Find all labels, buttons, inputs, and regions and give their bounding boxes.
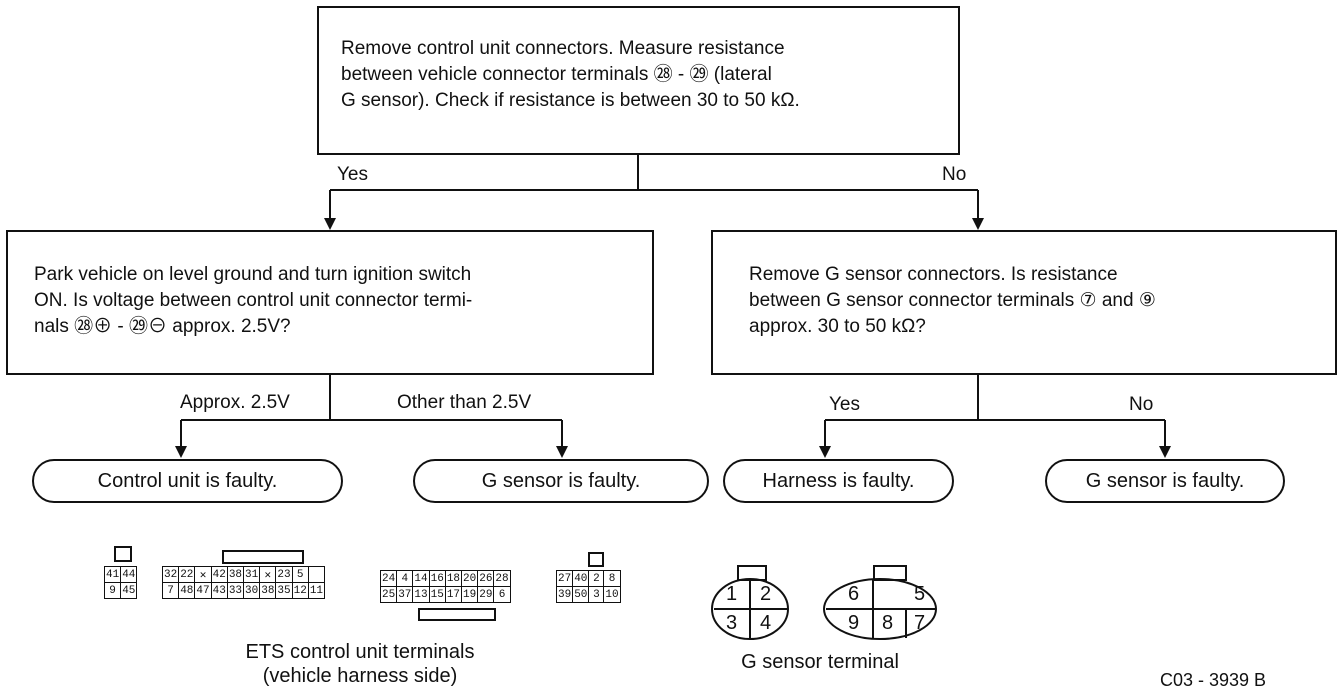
ets-connector-caption: ETS control unit terminals (vehicle harn… — [245, 641, 475, 687]
terminal: 5 — [291, 566, 309, 583]
no-label: No — [942, 164, 967, 185]
start-step-box: Remove control unit connectors. Measure … — [317, 6, 960, 155]
terminal — [307, 566, 326, 583]
terminal: ✕ — [194, 566, 212, 583]
terminal: 9 — [103, 582, 122, 599]
terminal: 23 — [275, 566, 293, 583]
g-terminal-8: 8 — [882, 612, 894, 634]
g-terminal-6: 6 — [848, 583, 860, 605]
ets-block4-tab — [588, 552, 604, 567]
terminal: 18 — [444, 570, 463, 587]
g-sensor-caption: G sensor terminal — [741, 651, 899, 673]
right-no-label: No — [1129, 394, 1154, 415]
terminal: 35 — [275, 582, 293, 599]
ets-block2-tab — [222, 550, 304, 564]
terminal: 45 — [120, 582, 138, 599]
terminal: 24 — [379, 570, 398, 587]
terminal: 26 — [477, 570, 495, 587]
terminal: 12 — [291, 582, 309, 599]
ets-block1-tab — [114, 546, 132, 562]
terminal: 30 — [243, 582, 261, 599]
terminal: 40 — [572, 570, 590, 587]
terminal: 47 — [194, 582, 212, 599]
terminal: 3 — [588, 586, 605, 603]
g-terminal-4: 4 — [760, 612, 772, 634]
start-step-text: Remove control unit connectors. Measure … — [341, 38, 800, 111]
terminal: 48 — [178, 582, 196, 599]
terminal: 29 — [477, 586, 495, 603]
g-sensor-resistance-text: Remove G sensor connectors. Is resistanc… — [749, 264, 1156, 337]
terminal: 33 — [226, 582, 245, 599]
right-yes-label: Yes — [829, 394, 860, 415]
harness-faulty-result: Harness is faulty. — [723, 459, 954, 503]
terminal: 50 — [572, 586, 590, 603]
terminal: 8 — [603, 570, 621, 587]
ets-block3-tab — [418, 608, 496, 621]
terminal: 42 — [210, 566, 228, 583]
terminal: 38 — [259, 582, 277, 599]
control-unit-faulty-result: Control unit is faulty. — [32, 459, 343, 503]
other-than-2-5v-label: Other than 2.5V — [397, 392, 532, 413]
terminal: 22 — [178, 566, 196, 583]
terminal: 11 — [307, 582, 326, 599]
terminal: 38 — [226, 566, 245, 583]
approx-2-5v-label: Approx. 2.5V — [180, 392, 290, 413]
yes-label: Yes — [337, 164, 368, 185]
voltage-check-box: Park vehicle on level ground and turn ig… — [6, 230, 654, 375]
voltage-check-text: Park vehicle on level ground and turn ig… — [34, 264, 473, 337]
terminal: 14 — [412, 570, 430, 587]
terminal: 41 — [103, 566, 122, 583]
g-terminal-2: 2 — [760, 583, 772, 605]
terminal: 17 — [444, 586, 463, 603]
terminal: 7 — [161, 582, 180, 599]
reference-code: C03 - 3939 B — [1160, 670, 1267, 690]
terminal: 13 — [412, 586, 430, 603]
terminal: 28 — [493, 570, 511, 587]
terminal: 43 — [210, 582, 228, 599]
terminal: 31 — [243, 566, 261, 583]
terminal: ✕ — [259, 566, 277, 583]
terminal: 25 — [379, 586, 398, 603]
g-terminal-9: 9 — [848, 612, 860, 634]
g-terminal-7: 7 — [914, 612, 926, 634]
terminal: 44 — [120, 566, 138, 583]
terminal: 2 — [588, 570, 605, 587]
g-sensor-resistance-box: Remove G sensor connectors. Is resistanc… — [711, 230, 1337, 375]
terminal: 20 — [461, 570, 479, 587]
terminal: 6 — [493, 586, 511, 603]
terminal: 39 — [555, 586, 574, 603]
terminal: 10 — [603, 586, 621, 603]
g-terminal-3: 3 — [726, 612, 738, 634]
terminal: 19 — [461, 586, 479, 603]
terminal: 15 — [428, 586, 446, 603]
g-sensor-faulty-result-right: G sensor is faulty. — [1045, 459, 1285, 503]
terminal: 32 — [161, 566, 180, 583]
terminal: 27 — [555, 570, 574, 587]
g-terminal-1: 1 — [726, 583, 738, 605]
terminal: 4 — [396, 570, 414, 587]
terminal: 37 — [396, 586, 414, 603]
g-sensor-faulty-result-left: G sensor is faulty. — [413, 459, 709, 503]
g-terminal-5: 5 — [914, 583, 926, 605]
terminal: 16 — [428, 570, 446, 587]
